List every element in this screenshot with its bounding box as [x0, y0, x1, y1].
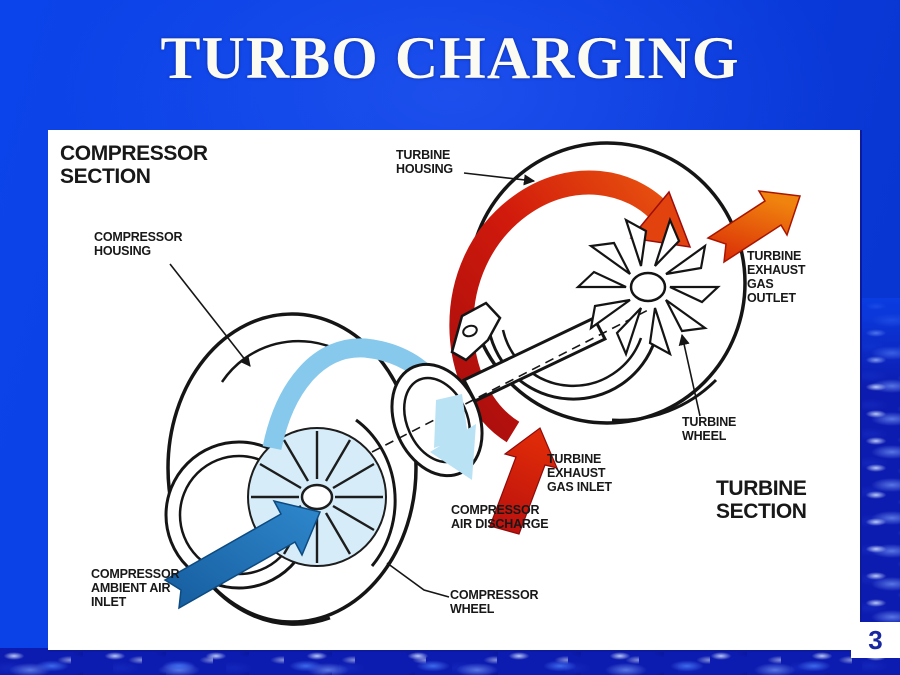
- label-compressor-air-discharge: COMPRESSOR AIR DISCHARGE: [451, 503, 549, 531]
- ambient-air-inlet-arrow: [163, 499, 322, 610]
- label-turbine-section: TURBINE SECTION: [716, 477, 807, 523]
- label-leader-lines: [169, 172, 701, 598]
- ice-texture-right: [862, 298, 900, 675]
- slide-title: TURBO CHARGING: [160, 25, 740, 91]
- shaft-axis-centerline: [371, 307, 653, 453]
- label-turbine-exhaust-gas-inlet: TURBINE EXHAUST GAS INLET: [547, 452, 612, 494]
- compressor-wheel-drawing: [247, 427, 387, 567]
- page-number: 3: [851, 622, 900, 658]
- label-turbine-housing: TURBINE HOUSING: [396, 148, 453, 176]
- label-compressor-ambient-air-inlet: COMPRESSOR AMBIENT AIR INLET: [91, 567, 180, 609]
- exhaust-gas-inlet-arrow: [489, 427, 559, 535]
- label-compressor-section: COMPRESSOR SECTION: [60, 142, 208, 188]
- turbocharger-diagram: [163, 141, 802, 626]
- ice-texture-bottom: [0, 648, 900, 675]
- label-compressor-housing: COMPRESSOR HOUSING: [94, 230, 183, 258]
- turbine-wheel-drawing: [575, 216, 721, 358]
- exhaust-gas-outlet-arrow: [706, 190, 802, 264]
- label-compressor-wheel: COMPRESSOR WHEEL: [450, 588, 539, 616]
- diagram-panel: COMPRESSOR SECTION COMPRESSOR HOUSING TU…: [48, 130, 862, 652]
- label-turbine-exhaust-gas-outlet: TURBINE EXHAUST GAS OUTLET: [747, 249, 806, 305]
- compressor-air-discharge-arrow: [430, 394, 476, 480]
- label-turbine-wheel: TURBINE WHEEL: [682, 415, 737, 443]
